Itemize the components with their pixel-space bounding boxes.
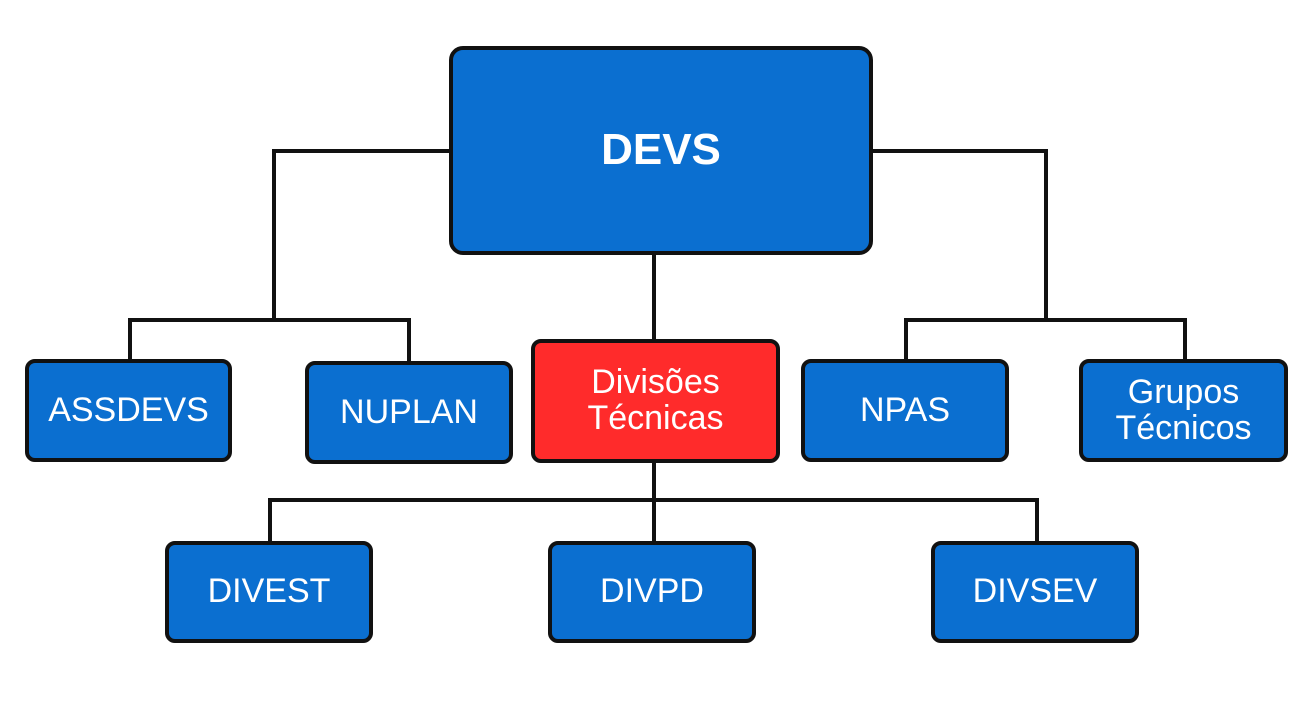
node-divisoes-tecnicas: Divisões Técnicas: [531, 339, 780, 463]
node-nuplan: NUPLAN: [305, 361, 513, 464]
connector-left-pair-bar: [128, 318, 411, 363]
node-divest: DIVEST: [165, 541, 373, 643]
node-divpd: DIVPD: [548, 541, 756, 643]
connector-right-pair-bar: [904, 318, 1187, 361]
connector-devs-left-branch: [272, 149, 451, 322]
node-assdevs: ASSDEVS: [25, 359, 232, 462]
connector-devs-right-branch: [870, 149, 1048, 322]
node-grupos-tecnicos: Grupos Técnicos: [1079, 359, 1288, 462]
node-divsev: DIVSEV: [931, 541, 1139, 643]
node-devs: DEVS: [449, 46, 873, 255]
node-npas: NPAS: [801, 359, 1009, 462]
